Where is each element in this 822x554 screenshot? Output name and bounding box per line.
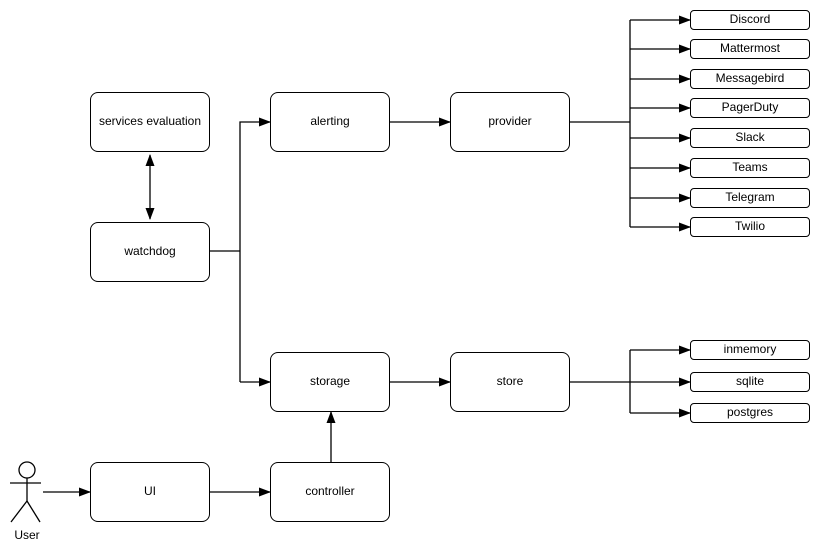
- edge-watchdog-alerting: [239, 117, 271, 382]
- node-sqlite: sqlite: [690, 372, 810, 392]
- node-provider: provider: [450, 92, 570, 152]
- node-storage: storage: [270, 352, 390, 412]
- node-ui: UI: [90, 462, 210, 522]
- node-messagebird: Messagebird: [690, 69, 810, 89]
- node-teams: Teams: [690, 158, 810, 178]
- user-actor-icon: [10, 461, 41, 523]
- node-telegram: Telegram: [690, 188, 810, 208]
- node-discord: Discord: [690, 10, 810, 30]
- node-slack: Slack: [690, 128, 810, 148]
- node-inmemory: inmemory: [690, 340, 810, 360]
- node-watchdog: watchdog: [90, 222, 210, 282]
- node-twilio: Twilio: [690, 217, 810, 237]
- node-alerting: alerting: [270, 92, 390, 152]
- node-mattermost: Mattermost: [690, 39, 810, 59]
- node-controller: controller: [270, 462, 390, 522]
- node-pagerduty: PagerDuty: [690, 98, 810, 118]
- user-actor-label: User: [14, 528, 40, 542]
- node-services-evaluation: services evaluation: [90, 92, 210, 152]
- node-store: store: [450, 352, 570, 412]
- node-postgres: postgres: [690, 403, 810, 423]
